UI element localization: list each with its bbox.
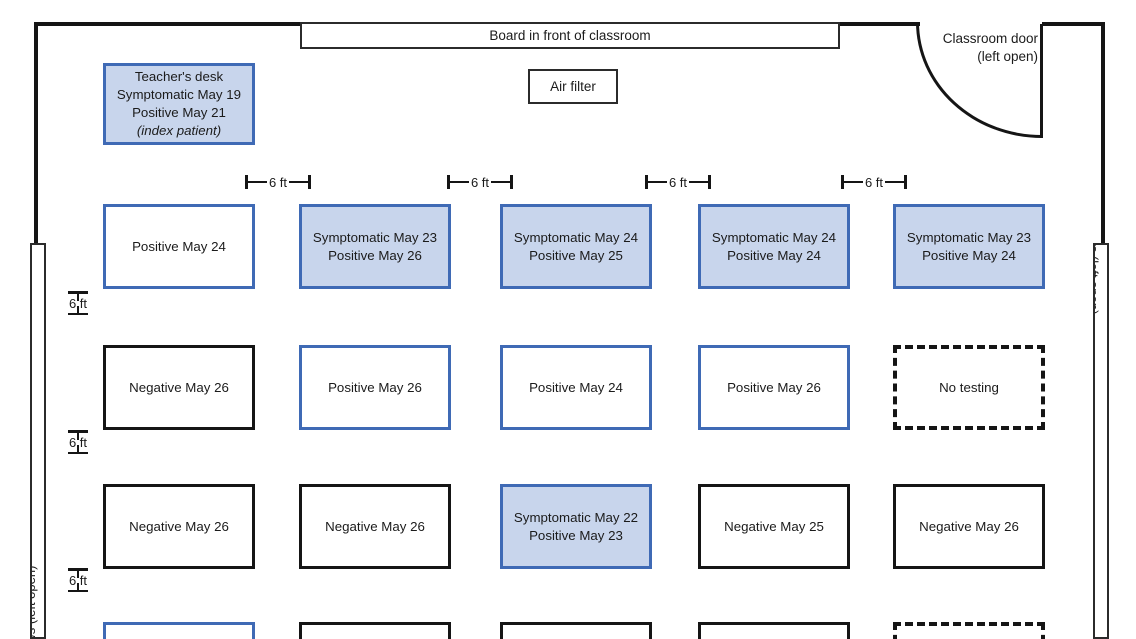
distance-marker-horizontal-3: 6 ft [645, 173, 712, 191]
marker-line [289, 180, 309, 184]
distance-marker-horizontal-2: 6 ft [447, 173, 514, 191]
board-in-front-of-classroom: Board in front of classroom [300, 22, 840, 49]
air-filter-label: Air filter [550, 79, 596, 94]
seat-label-line1: Negative May 26 [325, 518, 425, 534]
marker-label: 6 ft [68, 434, 88, 450]
marker-label: 6 ft [68, 572, 88, 588]
marker-end-bar [68, 568, 88, 576]
seat-r2-c5[interactable]: No testing [893, 345, 1045, 430]
teacher-desk-line1: Teacher's desk [134, 69, 224, 85]
distance-marker-vertical-3: 6 ft [58, 568, 98, 592]
marker-line [248, 180, 267, 184]
distance-marker-vertical-1: 6 ft [58, 291, 98, 315]
marker-label: 6 ft [268, 174, 288, 190]
seat-label-line2: Positive May 25 [529, 247, 623, 263]
marker-end-bar [708, 175, 712, 189]
marker-line [450, 180, 469, 184]
seat-r3-c4[interactable]: Negative May 25 [698, 484, 850, 569]
seat-label-line1: Negative May 26 [129, 518, 229, 534]
marker-line [689, 180, 709, 184]
seat-r1-c3[interactable]: Symptomatic May 24 Positive May 25 [500, 204, 652, 289]
seat-r4-c5[interactable] [893, 622, 1045, 639]
marker-label: 6 ft [68, 295, 88, 311]
marker-end-bar [510, 175, 514, 189]
marker-end-bar [308, 175, 312, 189]
seat-r2-c3[interactable]: Positive May 24 [500, 345, 652, 430]
marker-line [648, 180, 667, 184]
marker-line [491, 180, 511, 184]
seat-label-line1: Negative May 26 [129, 379, 229, 395]
seat-label-line1: Negative May 26 [919, 518, 1019, 534]
marker-line [844, 180, 863, 184]
marker-end-bar [68, 430, 88, 438]
windows-right-wall: Windows (left open) [1093, 243, 1109, 639]
seat-r1-c2[interactable]: Symptomatic May 23 Positive May 26 [299, 204, 451, 289]
seat-label-line1: Symptomatic May 24 [711, 229, 837, 245]
teacher-desk-line2: Symptomatic May 19 [116, 87, 242, 103]
seat-r3-c3[interactable]: Symptomatic May 22 Positive May 23 [500, 484, 652, 569]
classroom-door-label-line2: (left open) [977, 49, 1038, 65]
seat-r4-c3[interactable] [500, 622, 652, 639]
marker-end-bar [841, 175, 844, 189]
seat-r4-c2[interactable] [299, 622, 451, 639]
seat-label-line1: No testing [939, 379, 999, 395]
seat-label-line2: Positive May 26 [328, 247, 422, 263]
teacher-desk-line3: Positive May 21 [132, 105, 226, 120]
classroom-door-label-line1: Classroom door [942, 31, 1038, 46]
seat-label-line1: Symptomatic May 23 [312, 229, 438, 245]
seat-label-line1: Positive May 24 [529, 379, 623, 395]
seat-label-line2: Positive May 24 [727, 247, 821, 263]
board-label: Board in front of classroom [489, 28, 651, 43]
seat-r2-c2[interactable]: Positive May 26 [299, 345, 451, 430]
distance-marker-horizontal-1: 6 ft [245, 173, 312, 191]
seat-label-line1: Symptomatic May 23 [906, 229, 1032, 245]
wall-top-right [1042, 22, 1105, 26]
marker-end-bar [68, 445, 88, 454]
marker-end-bar [645, 175, 648, 189]
seat-r3-c2[interactable]: Negative May 26 [299, 484, 451, 569]
seat-label-line1: Positive May 26 [328, 379, 422, 395]
seat-r3-c1[interactable]: Negative May 26 [103, 484, 255, 569]
marker-end-bar [245, 175, 248, 189]
seat-r1-c5[interactable]: Symptomatic May 23 Positive May 24 [893, 204, 1045, 289]
seat-r1-c4[interactable]: Symptomatic May 24 Positive May 24 [698, 204, 850, 289]
seat-r2-c4[interactable]: Positive May 26 [698, 345, 850, 430]
marker-label: 6 ft [864, 174, 884, 190]
seat-label-line1: Symptomatic May 24 [513, 229, 639, 245]
seat-label-line1: Negative May 25 [724, 518, 824, 534]
air-filter: Air filter [528, 69, 618, 104]
classroom-door-label: Classroom door (left open) [920, 30, 1042, 66]
seat-label-line2: Positive May 23 [529, 527, 623, 543]
distance-marker-horizontal-4: 6 ft [841, 173, 908, 191]
seat-r4-c4[interactable] [698, 622, 850, 639]
seat-r3-c5[interactable]: Negative May 26 [893, 484, 1045, 569]
marker-line [885, 180, 905, 184]
distance-marker-vertical-2: 6 ft [58, 430, 98, 454]
windows-left-wall: Windows (left open) [30, 243, 46, 639]
door-panel [1040, 24, 1043, 138]
seat-label-line2: Positive May 24 [922, 247, 1016, 263]
teacher-desk-index-patient: (index patient) [136, 122, 222, 138]
seat-r2-c1[interactable]: Negative May 26 [103, 345, 255, 430]
marker-end-bar [447, 175, 450, 189]
seat-label-line1: Positive May 26 [727, 379, 821, 395]
marker-label: 6 ft [470, 174, 490, 190]
windows-right-label: Windows (left open) [1093, 245, 1101, 315]
marker-end-bar [68, 306, 88, 315]
marker-end-bar [904, 175, 908, 189]
marker-end-bar [68, 291, 88, 299]
seat-r1-c1[interactable]: Positive May 24 [103, 204, 255, 289]
windows-left-label: Windows (left open) [30, 565, 38, 637]
seat-label-line1: Positive May 24 [132, 238, 226, 254]
seat-label-line1: Symptomatic May 22 [513, 509, 639, 525]
marker-label: 6 ft [668, 174, 688, 190]
teacher-desk[interactable]: Teacher's desk Symptomatic May 19 Positi… [103, 63, 255, 145]
seat-r4-c1[interactable] [103, 622, 255, 639]
marker-end-bar [68, 583, 88, 592]
